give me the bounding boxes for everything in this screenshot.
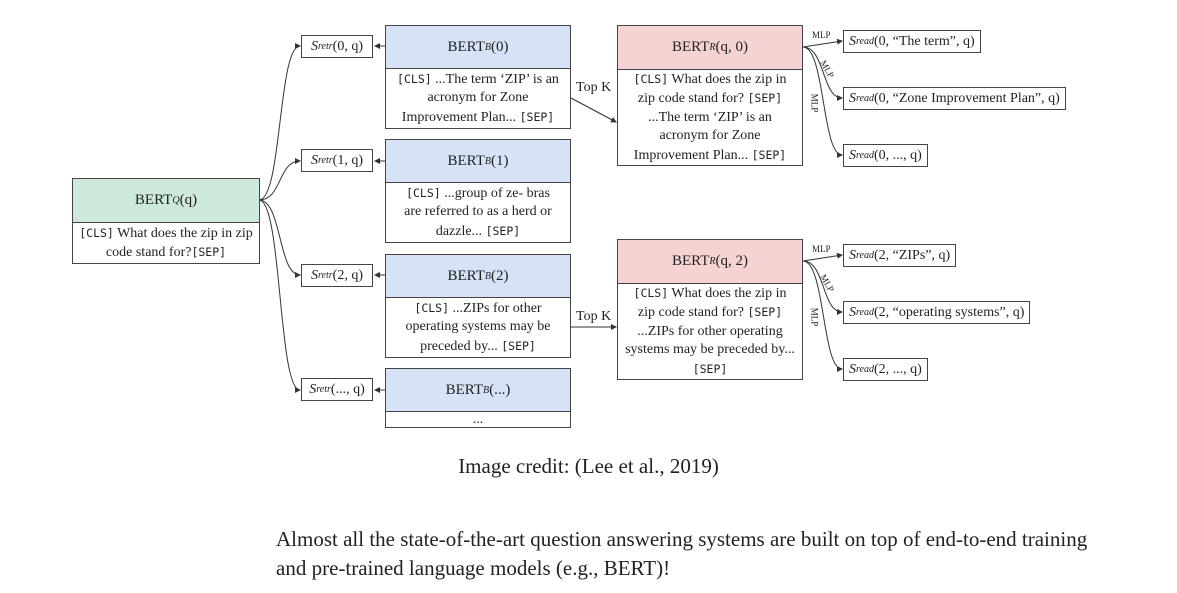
topk-label-1: Top K <box>576 309 612 324</box>
edge-topk-0 <box>570 97 617 123</box>
edge-query-retr3 <box>258 199 301 393</box>
reader-text: [CLS] What does the zip in zip code stan… <box>625 285 795 376</box>
mlp-label: MLP <box>812 30 831 40</box>
edge-r2-s0 <box>802 252 843 262</box>
edge-r0-s2 <box>802 46 843 158</box>
edge-query-retr2 <box>258 199 301 278</box>
edge-query-retr0 <box>258 43 301 201</box>
mlp-label: MLP <box>809 307 820 327</box>
query-encoder-text: [CLS] What does the zip in zip code stan… <box>73 223 259 263</box>
edge-r0-s0 <box>802 38 843 48</box>
edge-r0-s1 <box>802 46 843 101</box>
block-encoder-text: [CLS] ...ZIPs for other operating system… <box>405 300 551 354</box>
edge-r2-s1 <box>802 260 843 315</box>
block-encoder-text: ... <box>472 411 484 427</box>
edge-r2-s2 <box>802 260 843 372</box>
mlp-label: MLP <box>809 93 820 113</box>
edge-query-retr1 <box>258 158 301 201</box>
block-encoder-text: [CLS] ...group of ze- bras are referred … <box>404 185 552 239</box>
topk-label-0: Top K <box>576 80 612 95</box>
image-caption: Image credit: (Lee et al., 2019) <box>458 454 719 478</box>
mlp-label: MLP <box>812 244 831 254</box>
reader-text: [CLS] What does the zip in zip code stan… <box>633 71 787 163</box>
body-paragraph: Almost all the state-of-the-art question… <box>276 527 1088 580</box>
block-encoder-text: [CLS] ...The term ‘ZIP’ is an acronym fo… <box>397 71 559 125</box>
